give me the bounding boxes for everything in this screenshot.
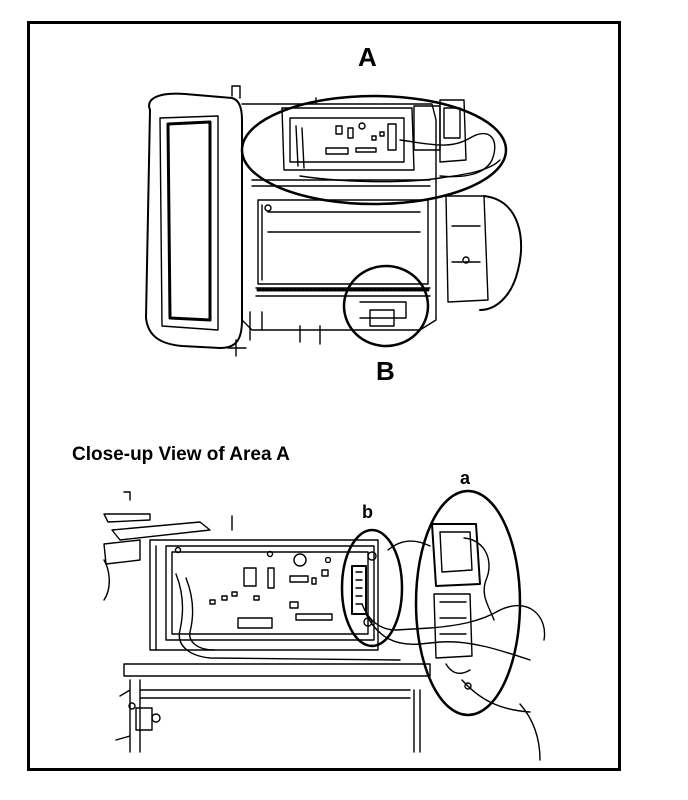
closeup-drawing xyxy=(103,491,546,761)
callout-label-A: A xyxy=(358,42,377,72)
area-a-connector-ellipse xyxy=(414,489,522,717)
area-b-ellipse xyxy=(342,264,430,348)
callout-label-B: B xyxy=(376,356,395,386)
area-b-connector-ellipse xyxy=(340,528,404,648)
figure-frame xyxy=(27,21,621,771)
top-assembly-drawing xyxy=(145,85,523,357)
callout-label-a: a xyxy=(460,468,471,488)
area-a-ellipse xyxy=(240,94,508,206)
closeup-caption: Close-up View of Area A xyxy=(72,444,290,465)
callout-label-b: b xyxy=(362,502,373,522)
